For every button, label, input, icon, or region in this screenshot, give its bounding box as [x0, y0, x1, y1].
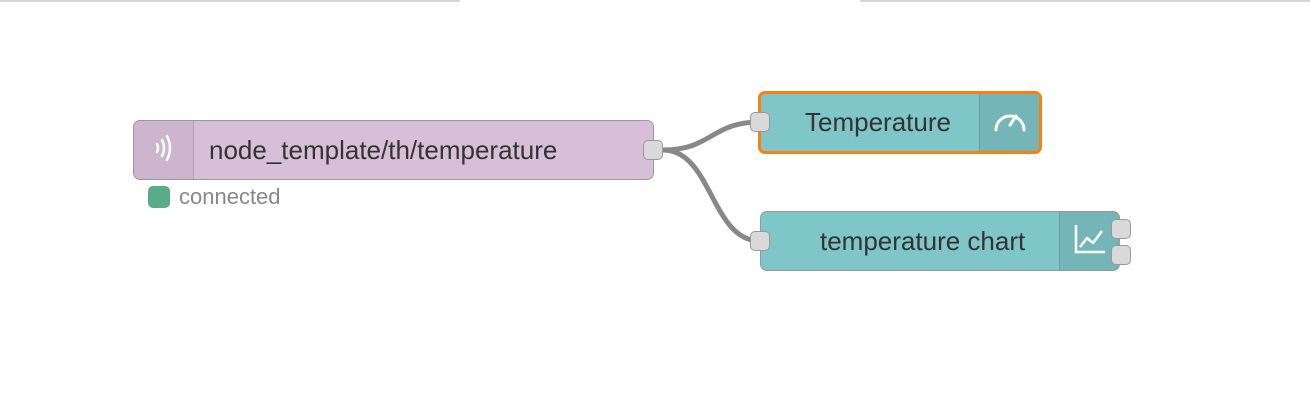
chart-output-port-2[interactable]: [1111, 245, 1131, 265]
wire-mqtt-to-gauge[interactable]: [660, 119, 763, 153]
chart-output-port-1[interactable]: [1111, 219, 1131, 239]
mqtt-node-status: connected: [148, 184, 281, 210]
chart-node[interactable]: temperature chart: [760, 211, 1120, 271]
workspace-top-border: [860, 0, 1310, 2]
gauge-node[interactable]: Temperature: [758, 91, 1042, 154]
status-indicator: [148, 186, 170, 208]
chart-icon-area: [1059, 212, 1119, 270]
gauge-icon: [991, 104, 1029, 141]
mqtt-icon-area: [134, 121, 194, 179]
gauge-node-label: Temperature: [805, 107, 951, 137]
workspace-top-border: [0, 0, 460, 2]
line-chart-icon: [1072, 222, 1108, 261]
mqtt-in-node[interactable]: node_template/th/temperature: [133, 120, 654, 180]
mqtt-output-port[interactable]: [643, 140, 663, 160]
status-text: connected: [179, 184, 281, 209]
chart-node-label: temperature chart: [820, 225, 1026, 256]
gauge-icon-area: [979, 94, 1039, 151]
chart-input-port[interactable]: [750, 231, 770, 251]
mqtt-wave-icon: [151, 130, 177, 171]
mqtt-node-label: node_template/th/temperature: [209, 134, 558, 165]
gauge-input-port[interactable]: [750, 112, 770, 132]
wire-mqtt-to-chart[interactable]: [660, 147, 763, 244]
